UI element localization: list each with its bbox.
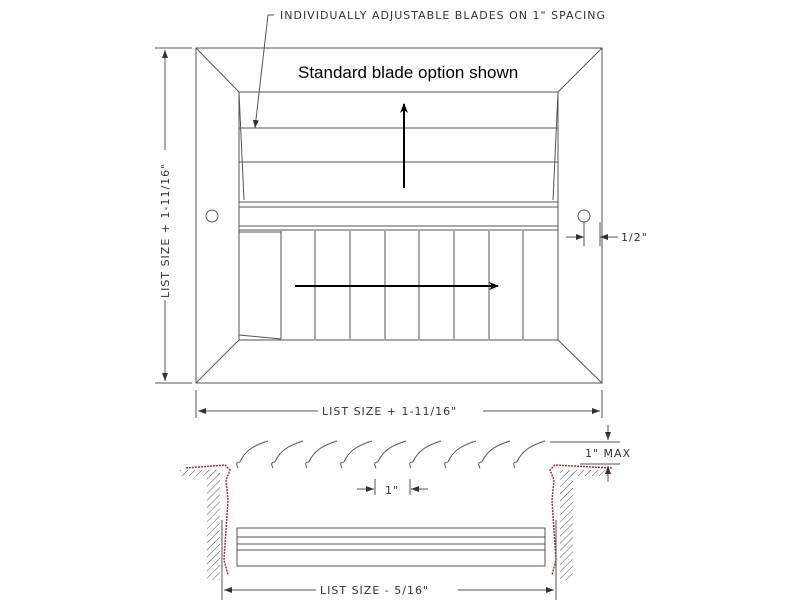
callout-leader [252,14,274,129]
width-dimension: LIST SIZE + 1-11/16" [322,405,457,418]
mounting-hole-icon [205,209,219,223]
grille-front-view: 1/2" Standard blade option shown [195,47,648,384]
blade-spacing-dimension: 1" [385,484,399,497]
grille-section-view: 1" MAX 1" LIST SIZE - 5/16" [180,425,631,600]
hole-offset-dimension: 1/2" [621,231,648,244]
mounting-hole-icon [577,209,591,223]
caption-text: Standard blade option shown [298,63,518,82]
section-width-dimension: LIST SIZE - 5/16" [320,584,429,597]
max-dimension: 1" MAX [585,447,631,460]
callout-blades-text: INDIVIDUALLY ADJUSTABLE BLADES ON 1" SPA… [280,9,606,22]
height-dimension: LIST SIZE + 1-11/16" [159,163,172,298]
blade-profiles [236,440,546,469]
